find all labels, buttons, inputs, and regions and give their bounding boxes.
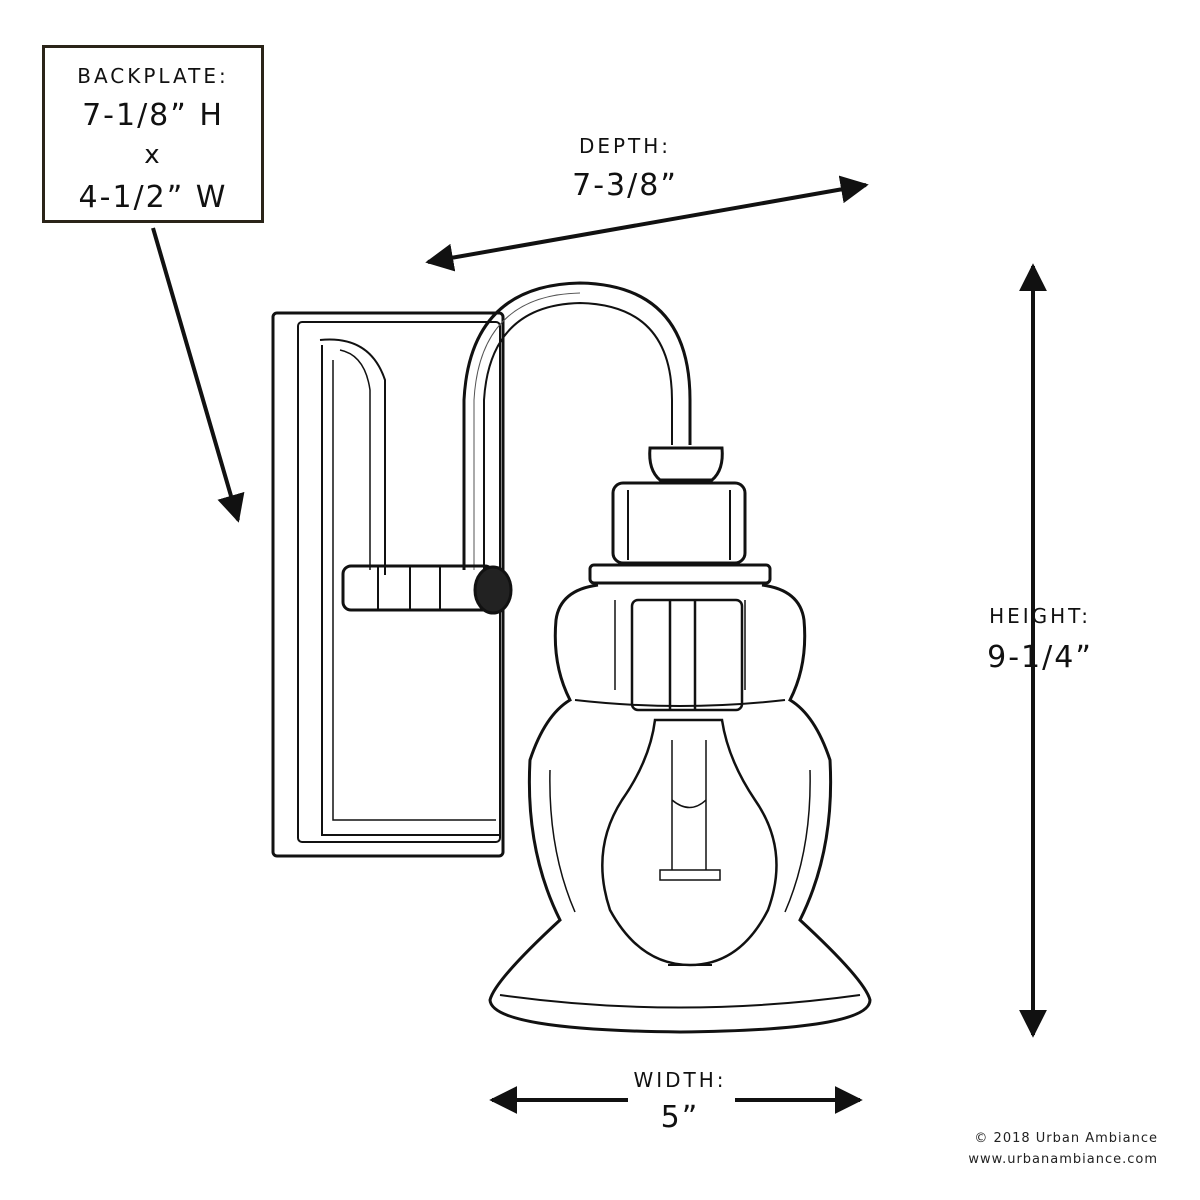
website-link[interactable]: www.urbanambiance.com bbox=[968, 1152, 1158, 1167]
glass-shade-drawing bbox=[488, 583, 872, 1034]
backplate-width-value: 4-1/2” W bbox=[78, 180, 228, 215]
backplate-callout-arrow bbox=[151, 227, 245, 523]
backplate-times-symbol: x bbox=[144, 140, 162, 170]
copyright-text: © 2018 Urban Ambiance bbox=[974, 1131, 1158, 1146]
depth-value: 7-3/8” bbox=[572, 168, 678, 203]
depth-arrow bbox=[425, 175, 869, 272]
height-value: 9-1/4” bbox=[987, 640, 1093, 675]
width-value: 5” bbox=[660, 1100, 700, 1135]
arm-drawing bbox=[341, 281, 692, 615]
socket-cap-drawing bbox=[588, 446, 772, 585]
backplate-dimension-box: BACKPLATE: 7-1/8” H x 4-1/2” W bbox=[42, 45, 264, 223]
footer-credits: © 2018 Urban Ambiance www.urbanambiance.… bbox=[968, 1128, 1158, 1170]
backplate-label: BACKPLATE: bbox=[77, 64, 229, 88]
depth-label: DEPTH: bbox=[578, 134, 672, 158]
backplate-height-value: 7-1/8” H bbox=[82, 98, 224, 133]
height-label: HEIGHT: bbox=[989, 604, 1091, 628]
backplate-drawing bbox=[271, 311, 505, 858]
bulb-drawing bbox=[601, 598, 778, 967]
width-label: WIDTH: bbox=[633, 1068, 727, 1092]
